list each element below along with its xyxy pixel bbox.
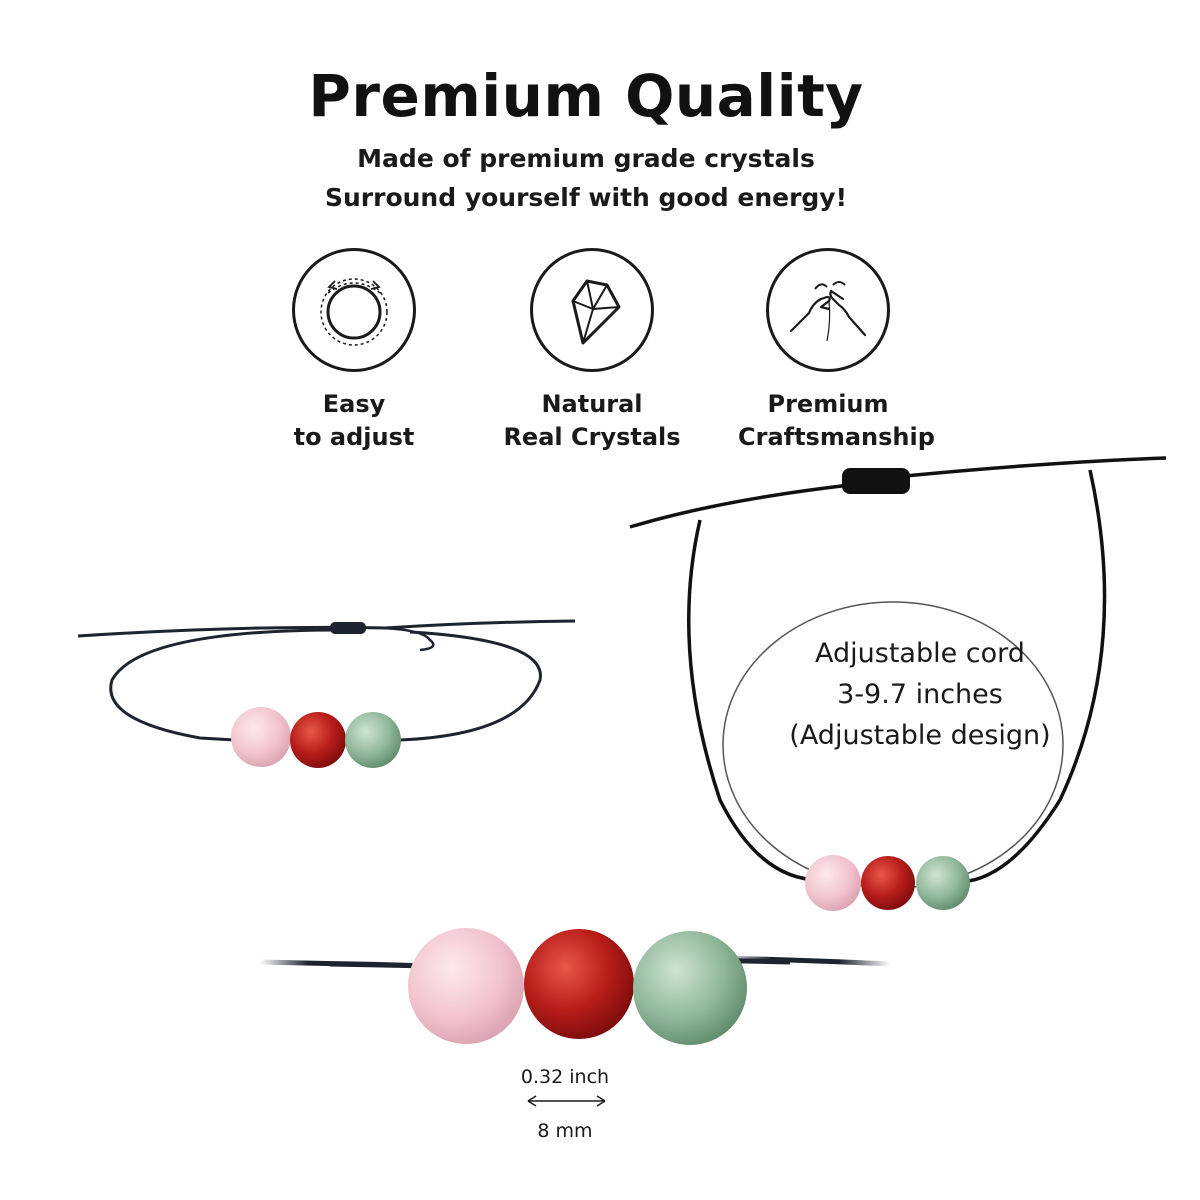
feature-label-line2: Craftsmanship xyxy=(738,423,935,451)
bracelet-large xyxy=(629,456,1167,911)
feature-craftsmanship: Premium Craftsmanship xyxy=(738,248,935,454)
feature-label-line1: Easy xyxy=(322,390,386,418)
measure-arrow xyxy=(527,1095,606,1107)
feature-natural-crystals: Natural Real Crystals xyxy=(502,248,682,454)
cord-info-line3: (Adjustable design) xyxy=(789,720,1051,751)
hands-threading-icon xyxy=(766,248,890,372)
bracelet-small xyxy=(77,619,576,768)
feature-easy-adjust: Easy to adjust xyxy=(264,248,444,454)
cord-info-line1: Adjustable cord xyxy=(815,638,1025,669)
crystal-icon xyxy=(530,248,654,372)
feature-label-line1: Natural xyxy=(541,390,643,418)
feature-label-line1: Premium xyxy=(767,390,889,418)
bead-closeup xyxy=(259,928,891,1045)
subtitle-line-2: Surround yourself with good energy! xyxy=(324,183,847,212)
feature-label-line2: Real Crystals xyxy=(503,423,681,451)
cord-info-line2: 3-9.7 inches xyxy=(837,679,1003,710)
bead-size-inch: 0.32 inch xyxy=(520,1066,610,1088)
page-title: Premium Quality xyxy=(308,62,864,130)
subtitle-line-1: Made of premium grade crystals xyxy=(357,144,815,173)
feature-label-line2: to adjust xyxy=(293,423,415,451)
bead-size-mm: 8 mm xyxy=(537,1120,593,1142)
adjust-circle-icon xyxy=(292,248,416,372)
